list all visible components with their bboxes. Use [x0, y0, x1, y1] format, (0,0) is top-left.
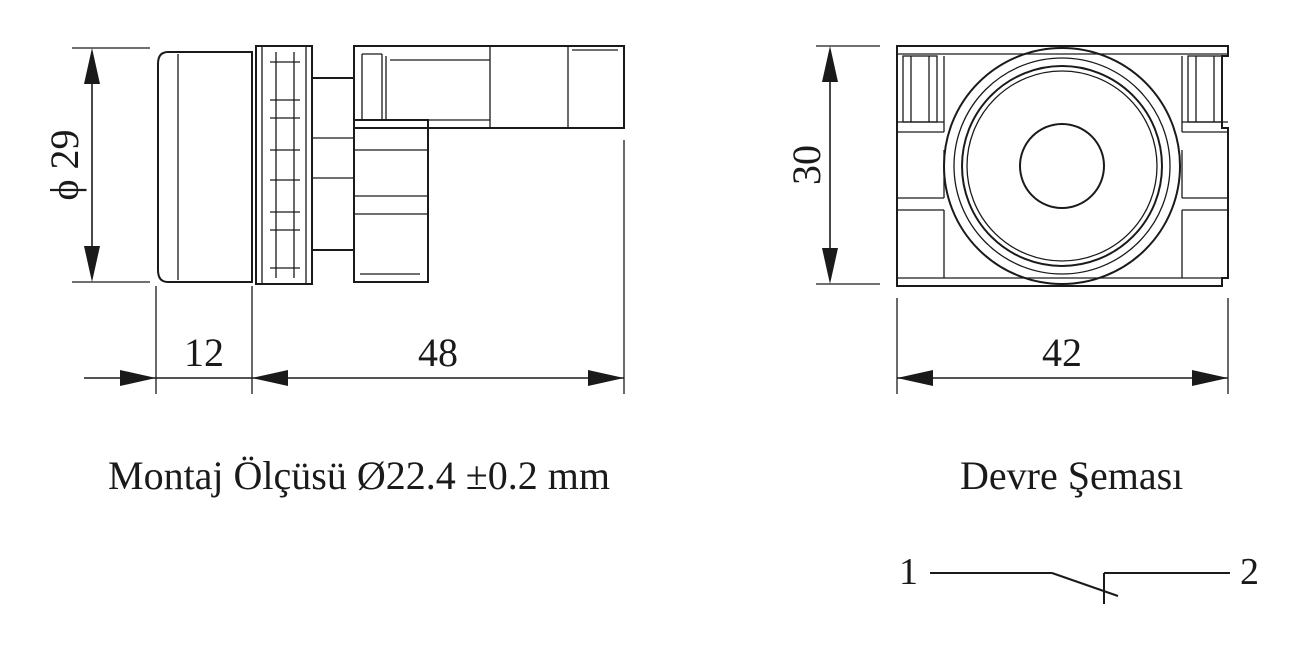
circuit-diagram: 1 2 [899, 551, 1259, 604]
left-clip [897, 55, 945, 278]
button-cap [157, 51, 253, 283]
circuit-caption: Devre Şeması [960, 453, 1183, 498]
front-housing [896, 45, 1229, 287]
side-view: ϕ 29 12 48 [42, 45, 625, 394]
right-clip [1181, 55, 1228, 278]
length-dimension-48: 48 [418, 330, 458, 375]
body-neck [311, 77, 355, 251]
diameter-dimension: ϕ 29 [42, 129, 87, 200]
front-view: 30 42 [784, 45, 1229, 394]
width-dimension-42: 42 [1042, 330, 1082, 375]
terminal-1-label: 1 [899, 551, 918, 593]
switch-contact [1051, 572, 1119, 597]
height-dimension-30: 30 [784, 145, 829, 185]
width-dimension-12: 12 [184, 330, 224, 375]
mounting-caption: Montaj Ölçüsü Ø22.4 ±0.2 mm [108, 453, 610, 498]
bezel-ring [255, 45, 313, 285]
button-face [943, 47, 1181, 285]
contact-arm [353, 45, 625, 129]
terminal-2-label: 2 [1240, 551, 1259, 593]
contact-block [353, 119, 429, 283]
